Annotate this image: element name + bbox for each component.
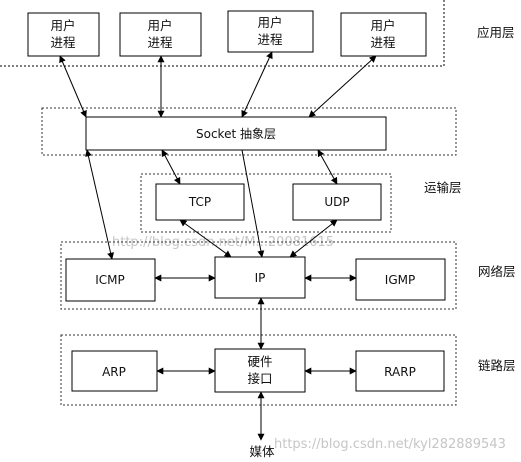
arrow-socket-icmp (84, 149, 115, 260)
network-zone (60, 241, 457, 310)
layer-label-application: 应用层 (477, 25, 515, 40)
user-process-1: 用户 进程 (27, 12, 100, 57)
arrow-proc1-socket (59, 55, 87, 118)
ip-box: IP (214, 256, 306, 299)
arp-label: ARP (102, 365, 126, 379)
user-process-2: 用户 进程 (119, 12, 202, 57)
layer-label-network: 网络层 (478, 264, 516, 279)
user-process-4-line1: 用户 (370, 18, 395, 33)
transport-zone (140, 173, 392, 233)
socket-layer-label: Socket 抽象层 (196, 127, 276, 141)
icmp-box: ICMP (65, 258, 156, 302)
tcp-box: TCP (155, 183, 245, 221)
icmp-label: ICMP (95, 273, 125, 287)
user-process-3: 用户 进程 (227, 10, 314, 53)
igmp-box: IGMP (355, 258, 446, 301)
watermark-bottom: https://blog.csdn.net/kyl282889543 (274, 437, 506, 452)
user-process-1-line2: 进程 (50, 35, 76, 50)
hardware-interface-line1: 硬件 (247, 354, 272, 369)
udp-box: UDP (292, 183, 382, 221)
layer-label-link: 链路层 (478, 358, 516, 373)
user-process-3-line1: 用户 (257, 15, 282, 30)
media-label: 媒体 (249, 444, 275, 459)
arrow-socket-ip (241, 149, 265, 258)
rarp-label: RARP (384, 365, 416, 379)
igmp-label: IGMP (385, 273, 415, 287)
user-process-4-line2: 进程 (370, 35, 396, 50)
socket-zone (41, 107, 457, 156)
rarp-box: RARP (355, 350, 445, 392)
connections (59, 51, 377, 441)
arrow-udp-ip (289, 219, 338, 258)
ip-label: IP (255, 271, 266, 285)
tcp-label: TCP (188, 195, 211, 209)
hardware-interface-box: 硬件 接口 (214, 348, 306, 393)
udp-label: UDP (324, 195, 349, 209)
arp-box: ARP (71, 350, 158, 392)
user-process-2-line1: 用户 (147, 18, 172, 33)
layer-label-transport: 运输层 (424, 180, 462, 195)
hardware-interface-line2: 接口 (247, 371, 272, 386)
arrow-socket-tcp (161, 149, 181, 185)
socket-layer-box: Socket 抽象层 (85, 116, 387, 151)
user-process-1-line1: 用户 (50, 18, 75, 33)
arrow-proc3-socket (241, 51, 273, 118)
arrow-socket-udp (317, 149, 338, 185)
user-process-3-line2: 进程 (257, 32, 283, 47)
arrow-proc4-socket (308, 55, 377, 118)
user-process-4: 用户 进程 (340, 12, 427, 57)
arrow-tcp-ip (179, 219, 232, 258)
user-process-2-line2: 进程 (147, 35, 173, 50)
